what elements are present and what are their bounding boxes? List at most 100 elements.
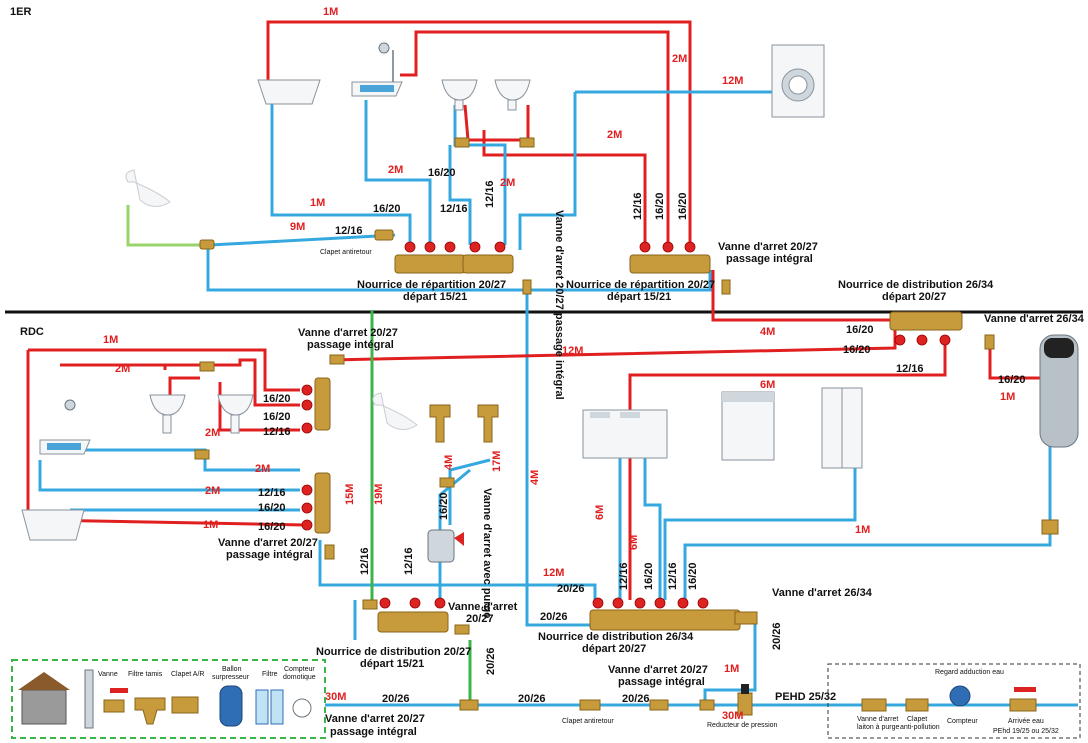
svg-text:12/16: 12/16 xyxy=(484,180,496,208)
filter-icon xyxy=(255,689,284,725)
cold-pipe xyxy=(663,425,857,600)
svg-text:Clapet A/R: Clapet A/R xyxy=(171,671,204,678)
legend-meter-pit: Regard adduction eau Vanne d'arret laito… xyxy=(827,663,1081,739)
svg-text:départ 15/21: départ 15/21 xyxy=(360,658,424,670)
svg-text:anti-pollution: anti-pollution xyxy=(900,724,940,731)
svg-text:4M: 4M xyxy=(760,326,775,338)
svg-text:Reducteur de pression: Reducteur de pression xyxy=(707,722,778,729)
svg-text:16/20: 16/20 xyxy=(843,344,871,356)
level-ground: RDC xyxy=(20,326,44,338)
manifold-distribution-rdc xyxy=(589,597,741,631)
svg-text:Vanne d'arret: Vanne d'arret xyxy=(857,716,898,723)
svg-text:1M: 1M xyxy=(323,6,338,18)
svg-text:Nourrice de distribution 26/34: Nourrice de distribution 26/34 xyxy=(538,631,694,643)
valve-fitting xyxy=(439,477,455,488)
svg-text:Clapet antiretour: Clapet antiretour xyxy=(562,718,614,725)
water-heater-icon xyxy=(1039,334,1079,448)
svg-text:2M: 2M xyxy=(607,129,622,141)
svg-text:4M: 4M xyxy=(529,470,541,485)
cold-pipe xyxy=(703,615,757,705)
svg-text:30M: 30M xyxy=(325,691,346,703)
manifold-rdc-top xyxy=(301,377,331,434)
lgrn-pipe xyxy=(126,205,200,247)
cold-pipe xyxy=(525,290,600,627)
svg-text:surpresseur: surpresseur xyxy=(212,674,250,681)
svg-text:16/20: 16/20 xyxy=(998,374,1026,386)
svg-text:16/20: 16/20 xyxy=(373,203,401,215)
cold-pipe xyxy=(448,145,472,245)
svg-text:Clapet: Clapet xyxy=(907,716,927,723)
svg-text:6M: 6M xyxy=(628,535,640,550)
hot-pipe xyxy=(28,348,300,392)
svg-text:1M: 1M xyxy=(203,519,218,531)
valve-fitting xyxy=(522,279,532,295)
hot-pipe xyxy=(163,363,230,370)
hot-pipe xyxy=(266,20,692,245)
svg-text:Vanne d'arret 20/27: Vanne d'arret 20/27 xyxy=(325,713,425,725)
level-upper: 1ER xyxy=(10,6,31,18)
svg-text:Nourrice de distribution 20/27: Nourrice de distribution 20/27 xyxy=(316,646,471,658)
strainer-icon xyxy=(134,697,166,725)
svg-text:16/20: 16/20 xyxy=(687,562,699,590)
svg-text:Vanne d'arret 26/34: Vanne d'arret 26/34 xyxy=(984,313,1085,325)
cold-pipe xyxy=(438,468,471,600)
kitchen-sink-icon xyxy=(582,409,668,459)
hot-pipe xyxy=(482,130,647,245)
manifold-distribution-small xyxy=(377,597,449,633)
washing-machine-icon xyxy=(771,44,825,118)
manifold-repartition-1 xyxy=(394,241,466,274)
refrigerator-icon xyxy=(821,387,863,469)
meter-icon xyxy=(949,685,971,707)
hot-pipe xyxy=(329,320,897,362)
svg-text:départ 20/27: départ 20/27 xyxy=(582,643,646,655)
cold-pipe xyxy=(364,100,432,245)
toilet-icon xyxy=(125,169,171,207)
svg-text:20/26: 20/26 xyxy=(485,647,497,675)
cold-pipe xyxy=(518,92,577,250)
svg-text:12/16: 12/16 xyxy=(440,203,468,215)
inlet-valve-icon xyxy=(1009,687,1037,712)
svg-text:départ 20/27: départ 20/27 xyxy=(882,291,946,303)
svg-text:16/20: 16/20 xyxy=(428,167,456,179)
valve-fitting xyxy=(454,624,470,635)
svg-text:Vanne d'arret avec purge: Vanne d'arret avec purge xyxy=(481,488,493,618)
svg-text:Filtre tamis: Filtre tamis xyxy=(128,671,163,678)
check-valve-icon xyxy=(171,696,199,714)
svg-text:12M: 12M xyxy=(562,345,583,357)
svg-text:16/20: 16/20 xyxy=(846,324,874,336)
svg-text:2M: 2M xyxy=(205,427,220,439)
svg-text:20/26: 20/26 xyxy=(518,693,546,705)
svg-text:Vanne d'arret 26/34: Vanne d'arret 26/34 xyxy=(772,587,873,599)
svg-text:2M: 2M xyxy=(388,164,403,176)
svg-text:Filtre: Filtre xyxy=(262,671,278,678)
svg-text:Nourrice de répartition 20/27: Nourrice de répartition 20/27 xyxy=(357,279,506,291)
valve-icon xyxy=(103,688,128,713)
svg-text:Vanne d'arret 20/27: Vanne d'arret 20/27 xyxy=(298,327,398,339)
svg-text:16/20: 16/20 xyxy=(643,562,655,590)
cold-pipe xyxy=(270,95,412,245)
valve-fitting xyxy=(194,449,210,460)
svg-text:12M: 12M xyxy=(722,75,743,87)
svg-text:Compteur: Compteur xyxy=(947,718,978,725)
svg-text:Nourrice de répartition 20/27: Nourrice de répartition 20/27 xyxy=(566,279,715,291)
svg-text:16/20: 16/20 xyxy=(677,192,689,220)
manifold-rdc-mid xyxy=(301,472,331,534)
svg-text:6M: 6M xyxy=(594,505,606,520)
svg-text:départ 15/21: départ 15/21 xyxy=(403,291,467,303)
hot-pipe xyxy=(628,345,947,600)
svg-text:Vanne: Vanne xyxy=(98,671,118,678)
hot-pipe xyxy=(988,340,1050,380)
svg-text:passage intégral: passage intégral xyxy=(307,339,394,351)
svg-text:12/16: 12/16 xyxy=(632,192,644,220)
svg-text:1M: 1M xyxy=(1000,391,1015,403)
valve-fitting xyxy=(734,611,758,625)
svg-text:16/20: 16/20 xyxy=(263,411,291,423)
svg-text:4M: 4M xyxy=(443,455,455,470)
toilet-icon xyxy=(372,392,418,430)
svg-text:6M: 6M xyxy=(760,379,775,391)
well-icon xyxy=(18,672,70,725)
diameters: 16/20 12/16 16/20 12/16 12/16 12/16 16/2… xyxy=(258,167,1026,705)
valve-fitting xyxy=(324,544,335,560)
valve-fitting xyxy=(519,137,535,148)
svg-text:2M: 2M xyxy=(255,463,270,475)
